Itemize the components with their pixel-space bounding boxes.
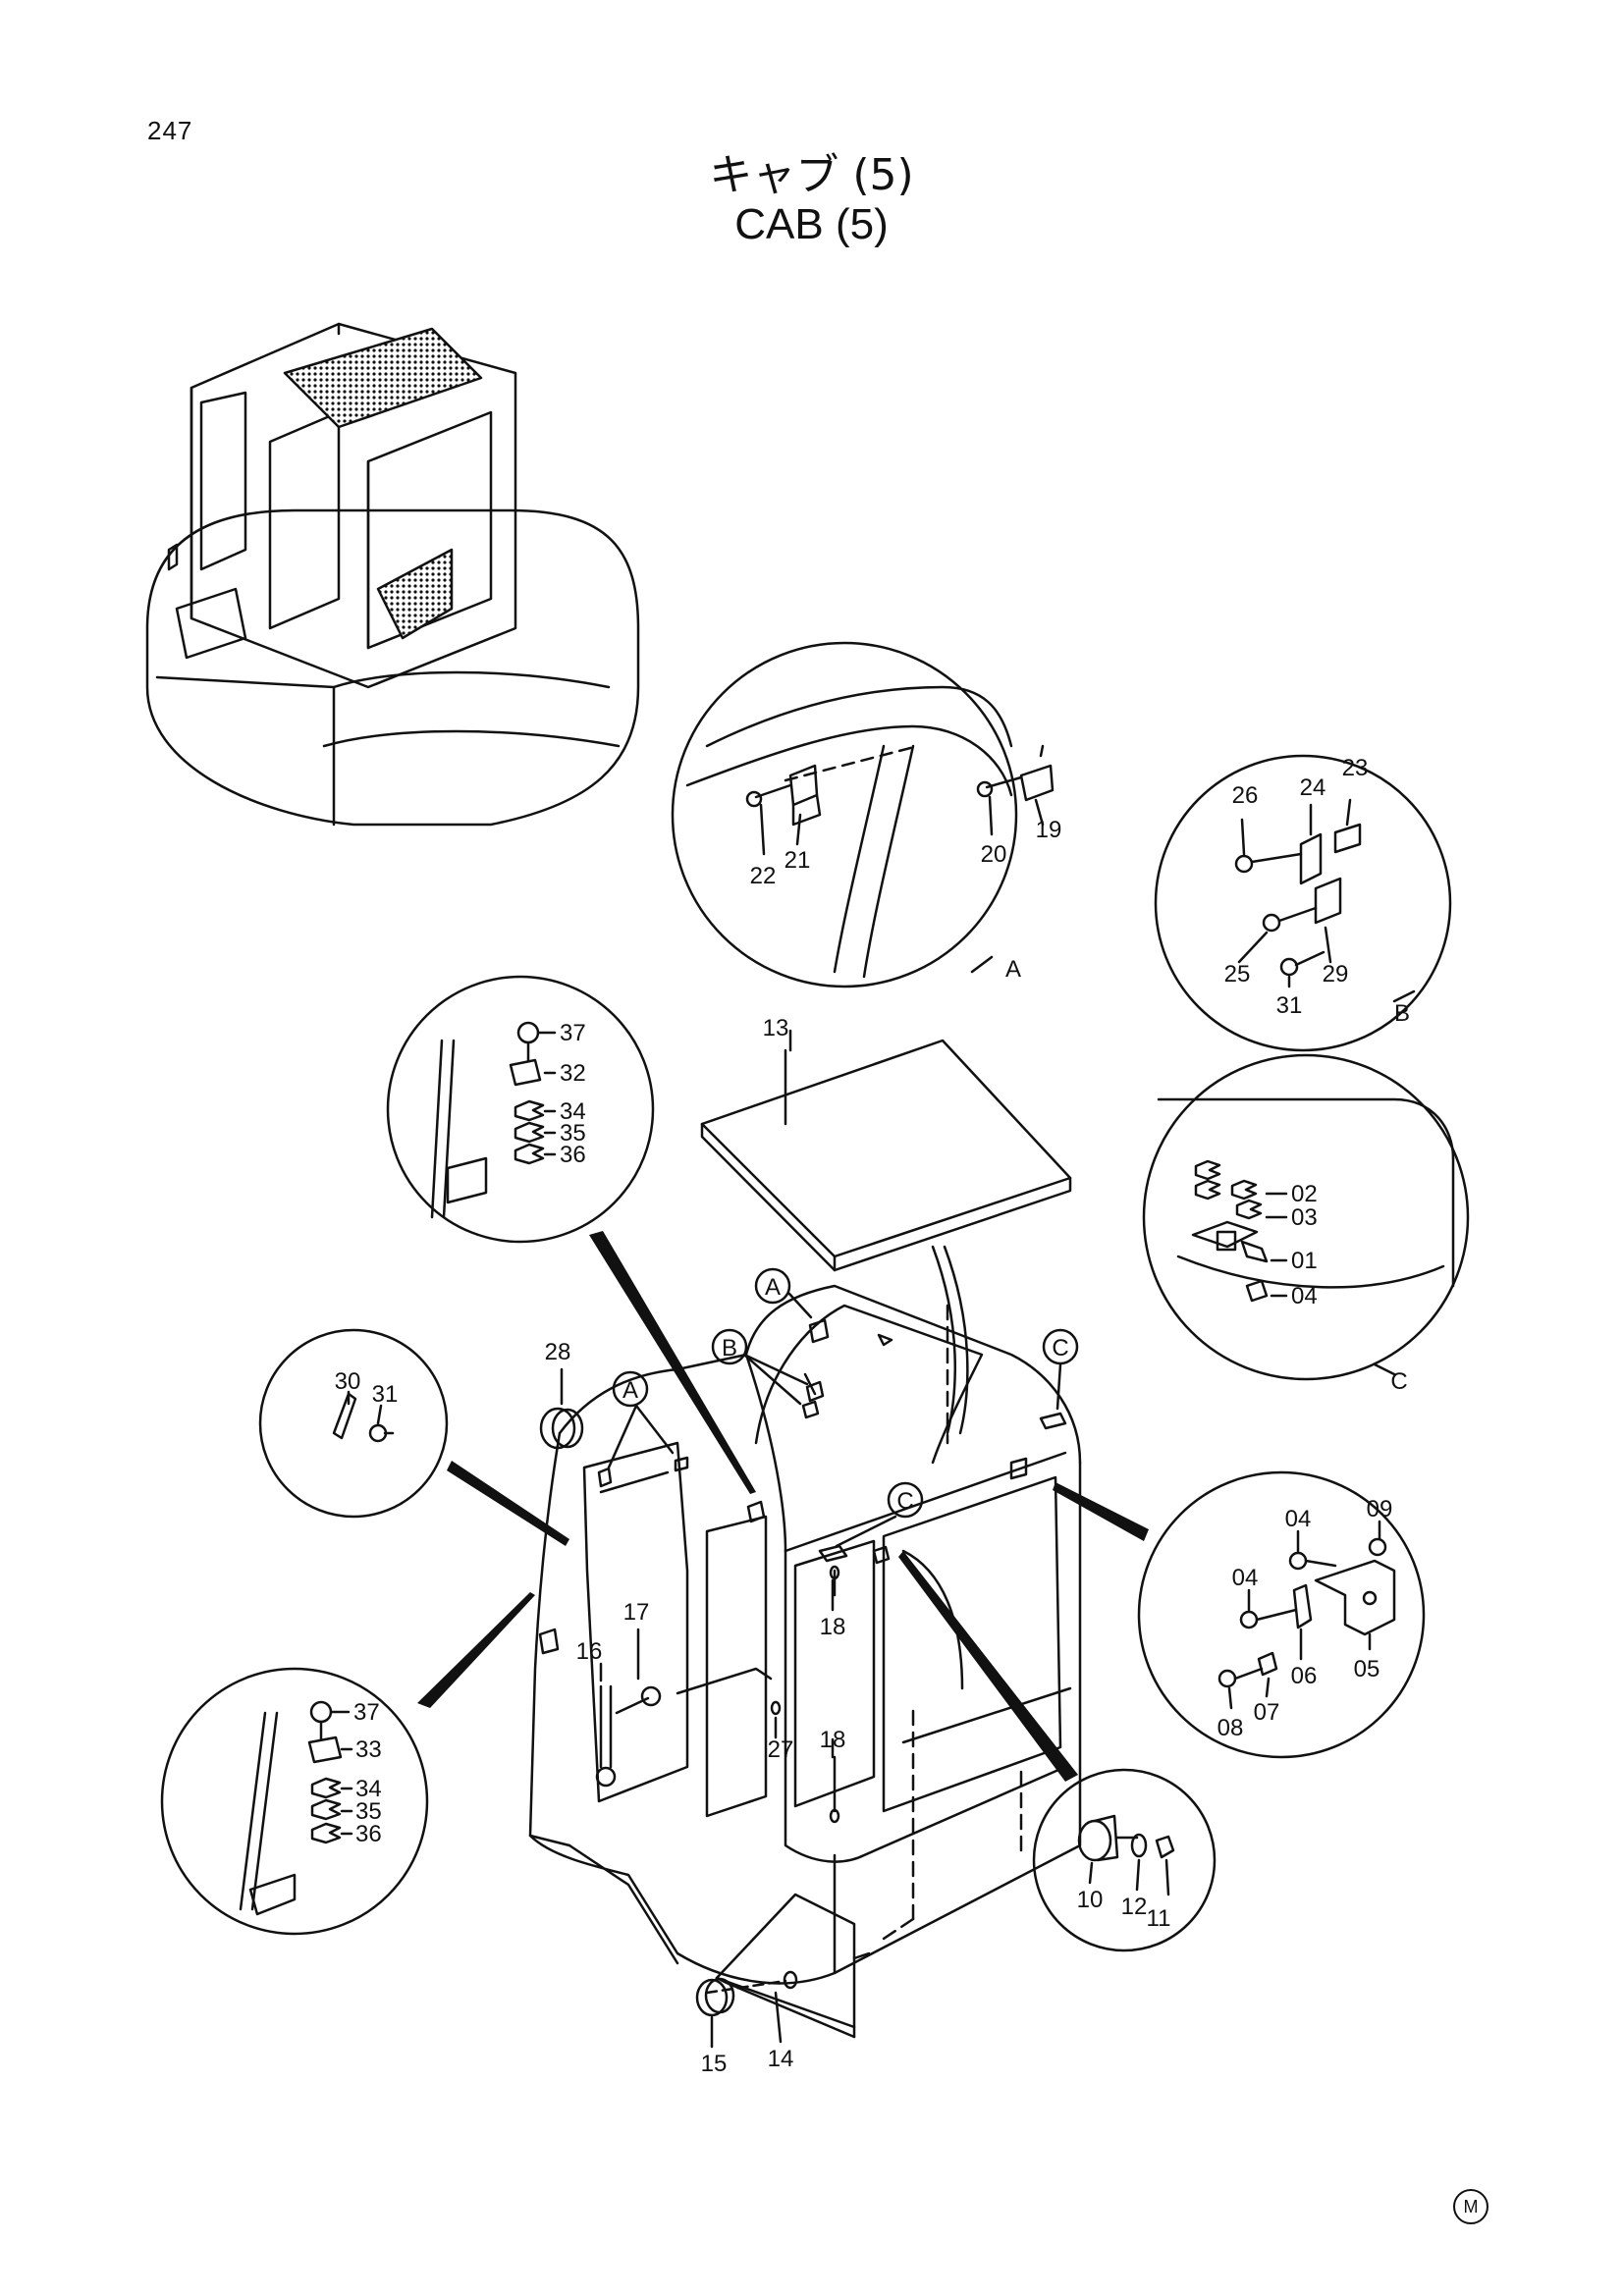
right-callout-04-top: 04 <box>1285 1506 1312 1532</box>
left-callout-31: 31 <box>372 1381 399 1408</box>
callout-13: 13 <box>763 1015 789 1041</box>
detail-c-callout-01: 01 <box>1291 1248 1318 1274</box>
bottom-callout-10: 10 <box>1077 1887 1104 1913</box>
ref-marker-c-right: C <box>1052 1335 1068 1362</box>
right-callout-06: 06 <box>1291 1663 1318 1689</box>
detail-a-callout-19: 19 <box>1036 817 1062 843</box>
detail-b-label: B <box>1394 1000 1410 1027</box>
detail-a-callout-22: 22 <box>750 863 777 889</box>
overview-excavator-cab <box>145 322 640 827</box>
ref-marker-b: B <box>722 1335 737 1362</box>
lower-left-callout-36: 36 <box>355 1821 382 1847</box>
title-japanese: キャブ (5) <box>709 150 914 200</box>
detail-circle-bottom <box>1032 1768 1217 1952</box>
ref-marker-c-center: C <box>896 1488 913 1515</box>
detail-b-callout-24: 24 <box>1300 774 1326 801</box>
detail-b-callout-26: 26 <box>1232 782 1259 809</box>
ref-marker-a-upper: A <box>765 1274 781 1301</box>
main-cab-frame <box>528 1029 1082 2049</box>
detail-c-callout-03: 03 <box>1291 1204 1318 1231</box>
bottom-callout-12: 12 <box>1121 1894 1148 1920</box>
detail-circle-a <box>671 641 1055 988</box>
callout-17: 17 <box>623 1599 650 1626</box>
lower-left-callout-37: 37 <box>353 1699 380 1726</box>
detail-c-callout-02: 02 <box>1291 1181 1318 1207</box>
detail-b-callout-29: 29 <box>1323 961 1349 988</box>
ref-marker-a-left: A <box>622 1377 638 1404</box>
detail-a-callout-20: 20 <box>981 841 1007 868</box>
detail-circle-upper-left <box>386 975 655 1244</box>
bottom-callout-11: 11 <box>1147 1905 1171 1932</box>
lower-left-callout-35: 35 <box>355 1798 382 1825</box>
upper-left-callout-34: 34 <box>560 1098 586 1125</box>
right-callout-04-mid: 04 <box>1232 1565 1259 1591</box>
title-english: CAB (5) <box>734 200 889 248</box>
callout-labels: 13 14 15 16 17 18 18 27 28 22 21 20 19 A… <box>335 755 1410 2077</box>
upper-left-callout-35: 35 <box>560 1120 586 1147</box>
left-callout-30: 30 <box>335 1368 361 1395</box>
lower-left-callout-34: 34 <box>355 1776 382 1802</box>
right-callout-08: 08 <box>1217 1715 1244 1741</box>
lower-left-callout-33: 33 <box>355 1736 382 1763</box>
detail-circle-left <box>258 1328 449 1519</box>
detail-b-callout-25: 25 <box>1224 961 1251 988</box>
detail-b-callout-31: 31 <box>1276 992 1303 1019</box>
upper-left-callout-36: 36 <box>560 1142 586 1168</box>
callout-28: 28 <box>545 1339 571 1365</box>
detail-c-label: C <box>1390 1368 1407 1395</box>
right-callout-07: 07 <box>1254 1699 1280 1726</box>
callout-27: 27 <box>768 1736 794 1763</box>
detail-circle-b <box>1154 754 1452 1052</box>
detail-circle-lower-left <box>160 1667 429 1936</box>
detail-circle-c <box>1142 1053 1470 1381</box>
callout-18-lower: 18 <box>820 1727 846 1753</box>
callout-14: 14 <box>768 2046 794 2072</box>
detail-circle-right <box>1137 1470 1426 1759</box>
detail-b-callout-23: 23 <box>1342 755 1369 781</box>
detail-a-callout-21: 21 <box>784 847 811 874</box>
callout-15: 15 <box>701 2051 728 2077</box>
detail-c-callout-04: 04 <box>1291 1283 1318 1309</box>
upper-left-callout-32: 32 <box>560 1060 586 1087</box>
detail-a-label: A <box>1005 956 1021 983</box>
callout-16: 16 <box>576 1638 603 1665</box>
reference-marker-circles <box>607 1267 1079 1548</box>
page-number: 247 <box>147 116 193 145</box>
manufacturer-mark: M <box>1453 2189 1488 2224</box>
right-callout-05: 05 <box>1354 1656 1380 1682</box>
upper-left-callout-37: 37 <box>560 1020 586 1046</box>
callout-18-upper: 18 <box>820 1614 846 1640</box>
right-callout-09: 09 <box>1367 1496 1393 1522</box>
